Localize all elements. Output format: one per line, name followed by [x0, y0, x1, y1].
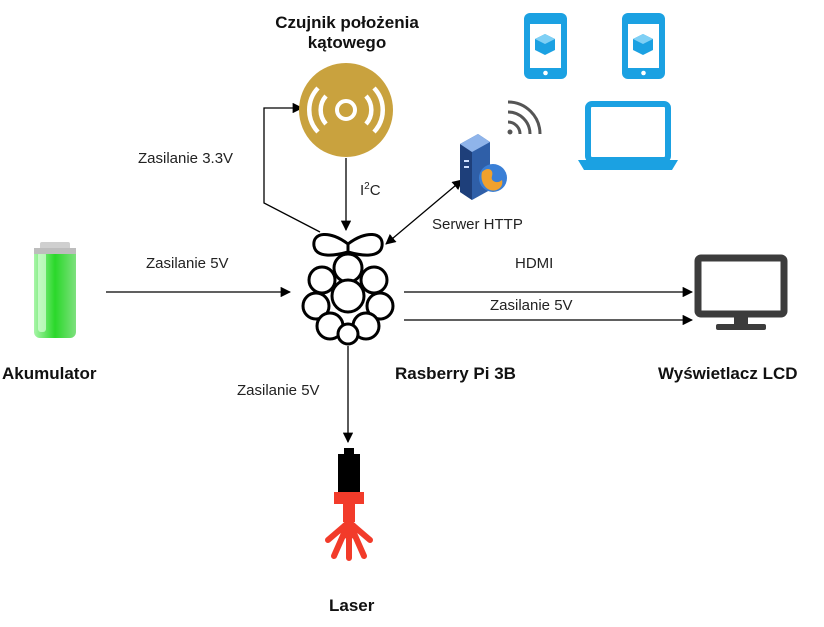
i2c-label: I2C — [360, 181, 381, 199]
battery-title: Akumulator — [2, 364, 97, 383]
laser-power-label: Zasilanie 5V — [237, 382, 320, 399]
lcd-monitor-icon — [694, 254, 788, 330]
battery-icon — [34, 242, 76, 338]
i2c-label-main: I — [360, 182, 365, 199]
battery-power-label: Zasilanie 5V — [146, 255, 229, 272]
wifi-icon — [507, 100, 542, 135]
smartphone-icon — [622, 13, 665, 79]
sensor-title-line2: kątowego — [307, 33, 387, 52]
raspberry-title: Rasberry Pi 3B — [395, 364, 516, 383]
raspberry-pi-icon — [301, 233, 395, 346]
http-server-icon — [460, 134, 507, 200]
server-connector — [385, 179, 463, 245]
hdmi-label: HDMI — [515, 255, 554, 272]
server-label: Serwer HTTP — [432, 216, 523, 233]
display-title: Wyświetlacz LCD — [658, 364, 798, 383]
sensor-power-connector — [263, 102, 321, 233]
laptop-icon — [578, 101, 678, 170]
laser-icon — [325, 448, 373, 561]
sensor-power-label: Zasilanie 3.3V — [138, 150, 234, 167]
sensor-title: Czujnik położenia kątowego — [254, 13, 440, 53]
sensor-title-line1: Czujnik położenia — [275, 13, 419, 32]
i2c-label-tail: C — [369, 182, 381, 199]
display-power-label: Zasilanie 5V — [490, 297, 573, 314]
angle-sensor-icon — [299, 63, 393, 157]
i2c-label-superscript: 2 — [364, 181, 370, 192]
smartphone-icon — [524, 13, 567, 79]
laser-title: Laser — [329, 596, 375, 615]
